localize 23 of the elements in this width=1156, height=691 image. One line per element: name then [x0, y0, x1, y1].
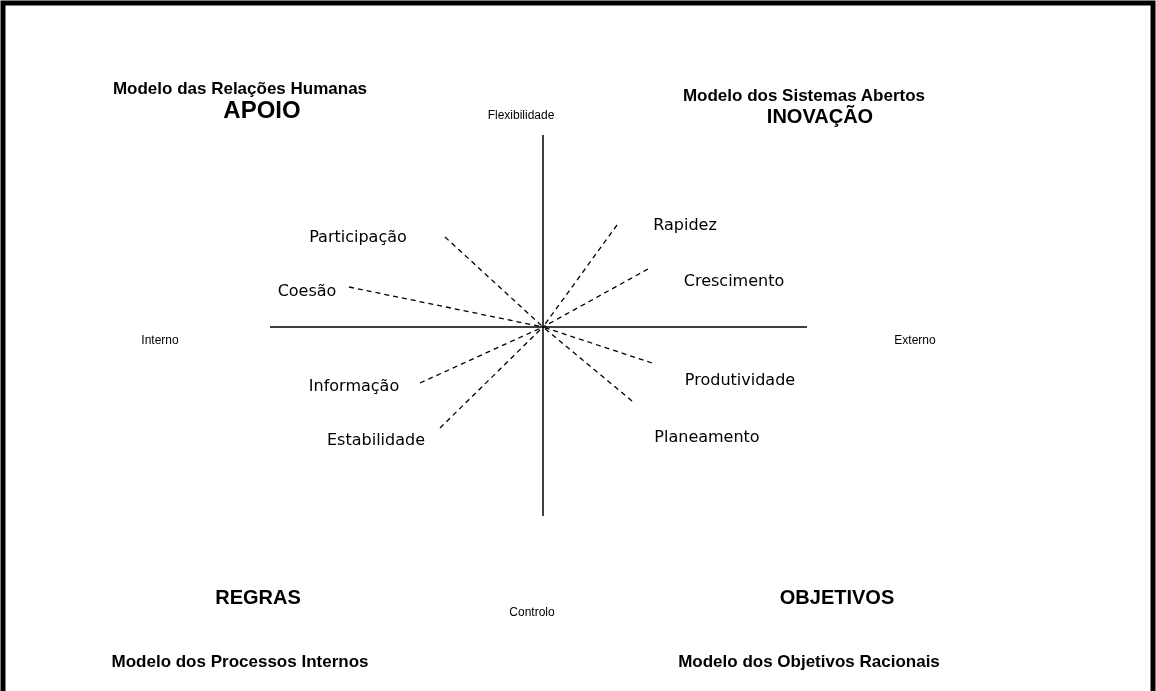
spoke-label: Produtividade — [684, 370, 796, 390]
spoke-label: Participação — [309, 227, 407, 247]
quadrant-heading: OBJETIVOS — [779, 585, 895, 609]
dashed-line — [444, 236, 544, 328]
dashed-line — [542, 268, 649, 328]
quadrant-heading: INOVAÇÃO — [766, 104, 874, 128]
spoke-label: Informação — [308, 376, 400, 396]
spoke-label: Rapidez — [653, 215, 717, 235]
quadrant-title: Modelo dos Processos Internos — [111, 651, 369, 673]
dashed-line — [542, 326, 633, 402]
spoke-label: Crescimento — [683, 271, 785, 291]
quadrant-heading: REGRAS — [215, 585, 301, 609]
axis-label: Interno — [141, 332, 179, 348]
quadrant-title: Modelo dos Sistemas Abertos — [682, 85, 926, 105]
axis-label: Controlo — [509, 604, 555, 620]
axis-label: Externo — [894, 332, 936, 348]
dashed-line — [542, 326, 653, 364]
axis-label: Flexibilidade — [487, 107, 555, 123]
quadrant-title: Modelo das Relações Humanas — [112, 78, 368, 100]
spoke-label: Estabilidade — [327, 430, 425, 450]
spoke-label: Coesão — [277, 281, 337, 301]
quadrant-title: Modelo dos Objetivos Racionais — [678, 651, 940, 673]
spoke-label: Planeamento — [654, 427, 760, 447]
